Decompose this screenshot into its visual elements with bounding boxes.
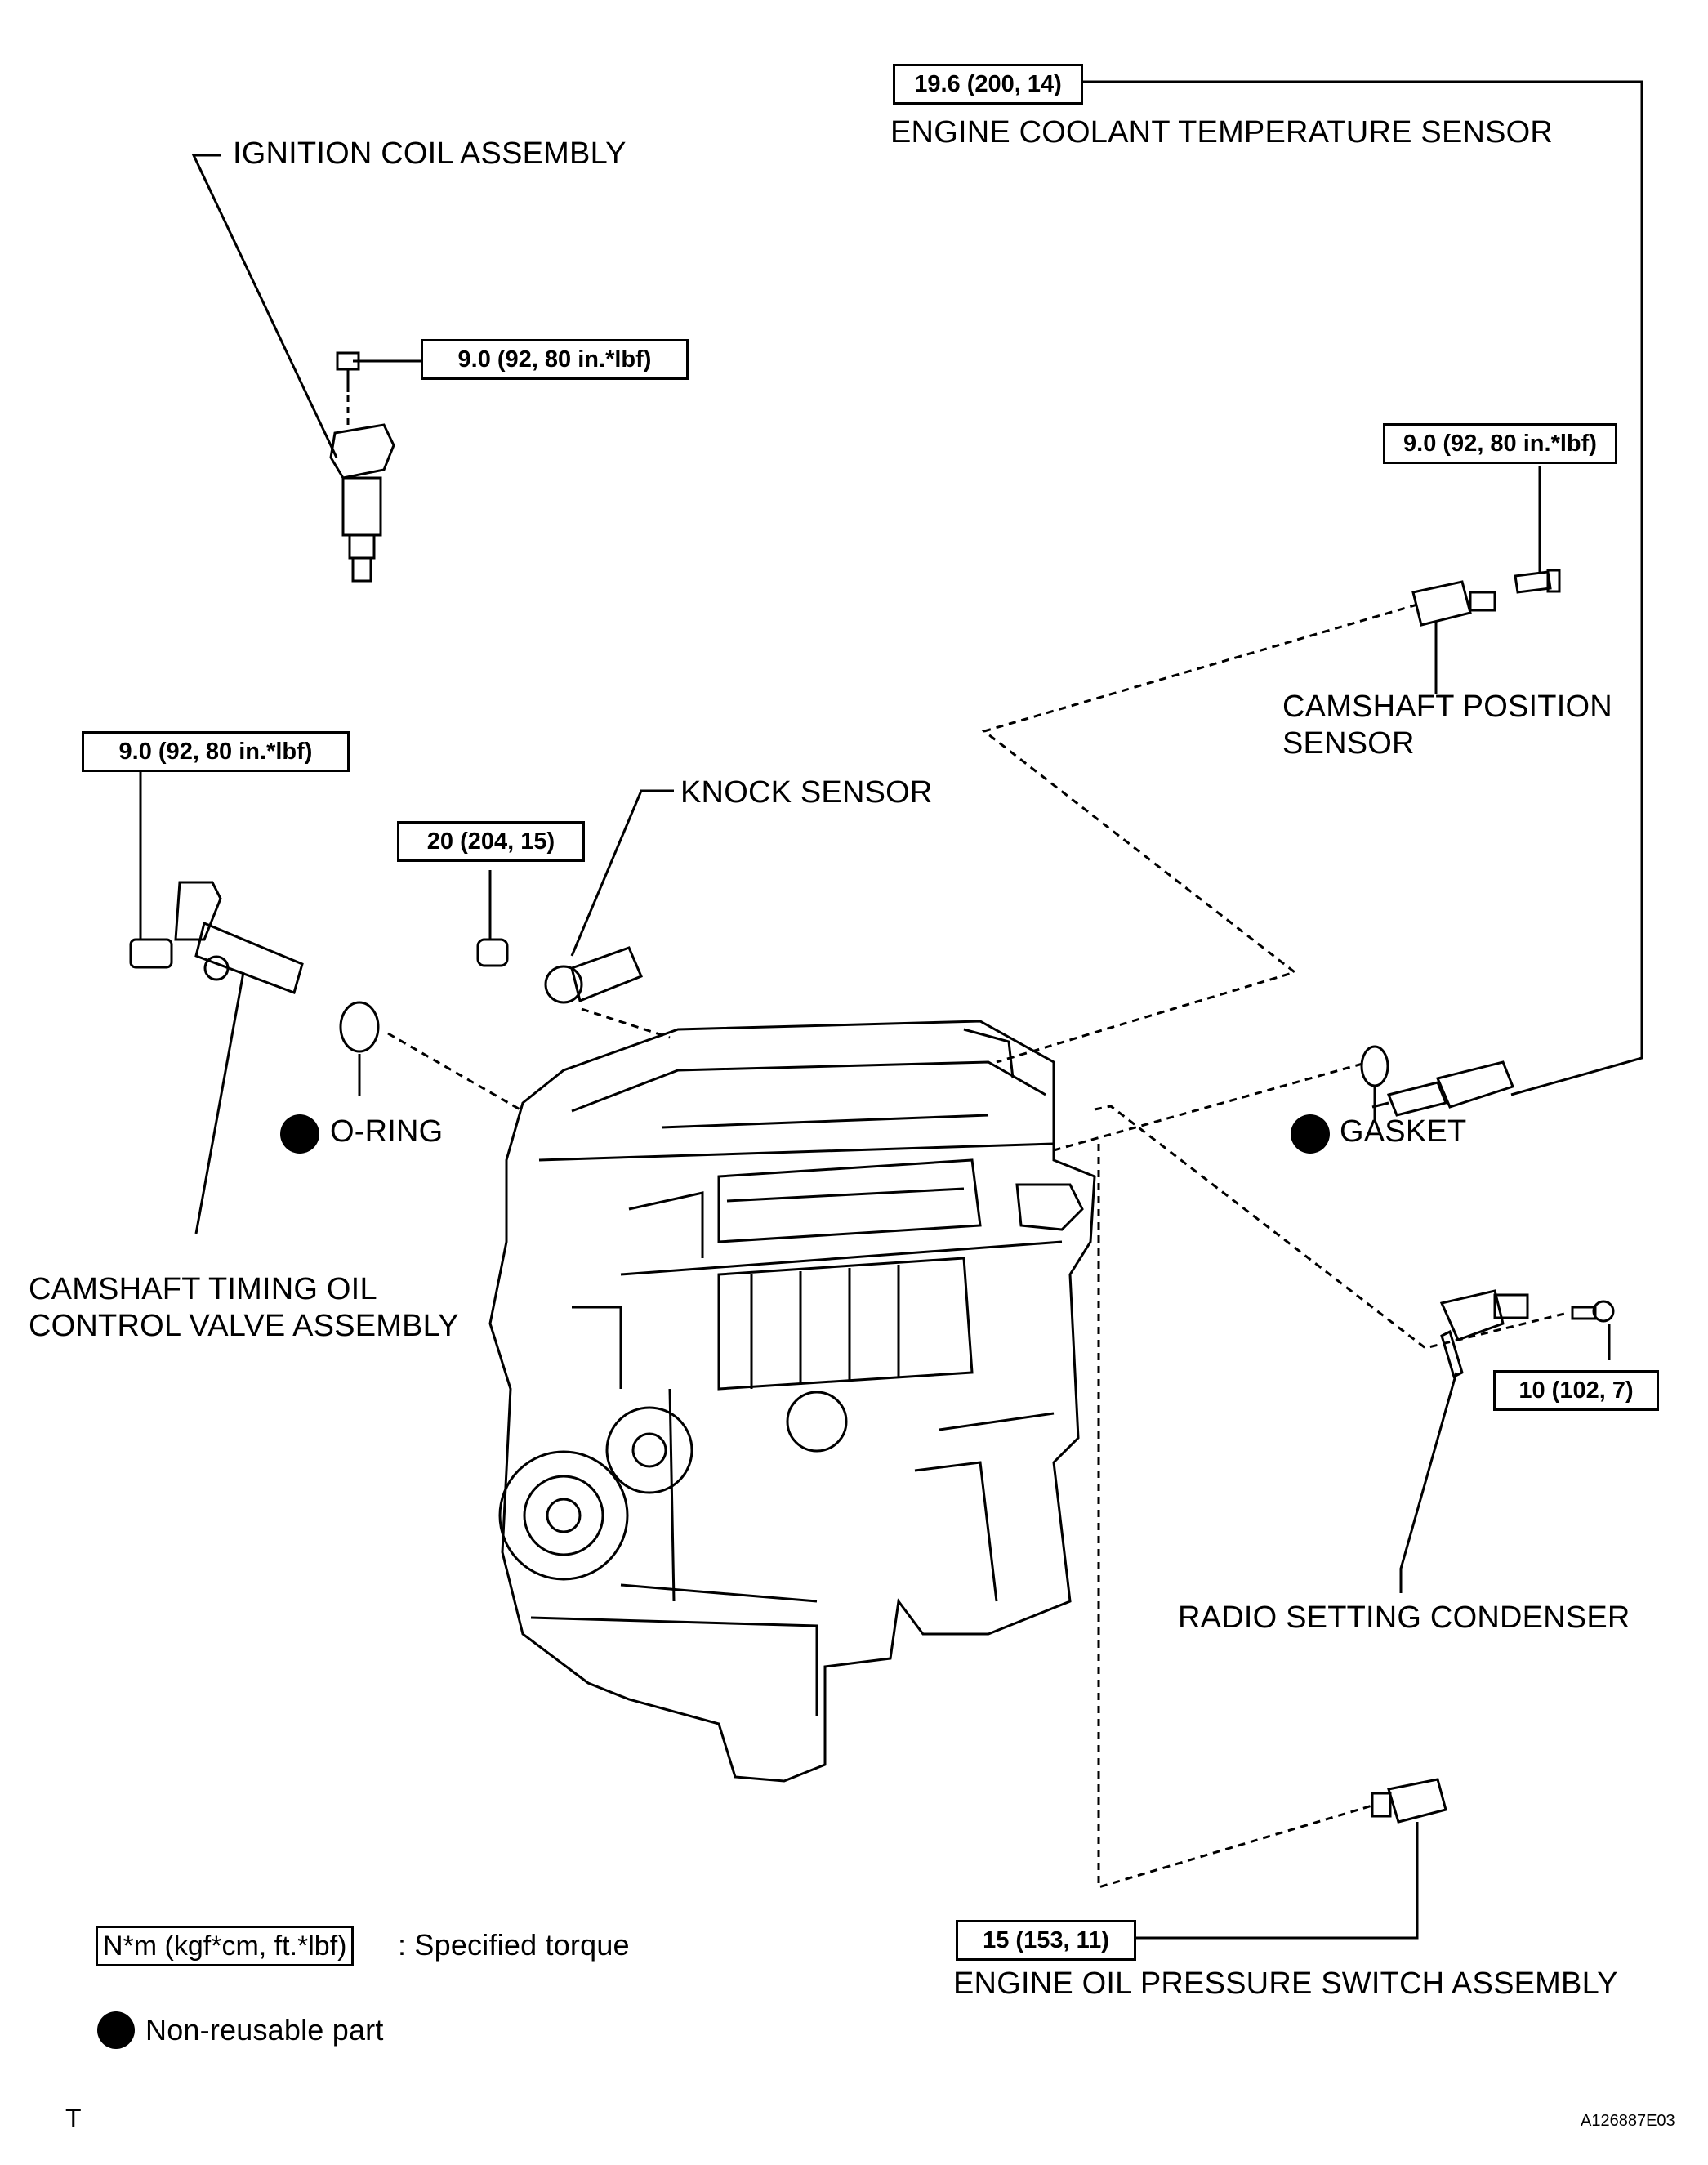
- leader-ocv-label: [194, 971, 245, 1234]
- dash-condenser: [1094, 1105, 1565, 1350]
- leader-knock: [570, 789, 674, 957]
- ocv-icon: [129, 881, 304, 994]
- knock-sensor-icon: [476, 938, 643, 1004]
- torque-knock-sensor: 20 (204, 15): [397, 821, 585, 862]
- torque-radio-condenser: 10 (102, 7): [1493, 1370, 1659, 1411]
- leader-coolant-sensor: [1080, 80, 1643, 1096]
- dash-knock: [581, 1007, 671, 1039]
- label-o-ring: O-RING: [330, 1114, 444, 1149]
- engine-block-drawing: [488, 1020, 1096, 1783]
- torque-coolant-sensor: 19.6 (200, 14): [893, 64, 1083, 105]
- figure-id: A126887E03: [1581, 2112, 1675, 2130]
- dash-gasket: [1053, 1062, 1363, 1152]
- label-ignition-coil: IGNITION COIL ASSEMBLY: [233, 136, 627, 171]
- torque-oil-pressure-switch: 15 (153, 11): [956, 1920, 1136, 1961]
- camshaft-sensor-icon: [1411, 569, 1561, 627]
- legend-torque-unit: N*m (kgf*cm, ft.*lbf): [96, 1926, 355, 1966]
- leader-ignition-coil: [191, 154, 338, 458]
- legend-non-reusable: Non-reusable part: [145, 2013, 384, 2047]
- label-coolant-sensor: ENGINE COOLANT TEMPERATURE SENSOR: [890, 115, 1554, 150]
- footer-left-mark: T: [65, 2104, 82, 2133]
- gasket-icon: [1360, 1045, 1389, 1087]
- coolant-sensor-icon: [1371, 1060, 1514, 1117]
- leader-condenser-label: [1399, 1372, 1458, 1593]
- label-ocv-1: CAMSHAFT TIMING OIL: [29, 1272, 377, 1306]
- label-camshaft-position-2: SENSOR: [1282, 726, 1415, 761]
- legend-non-reusable-dot: [97, 2011, 135, 2049]
- torque-camshaft-position: 9.0 (92, 80 in.*lbf): [1383, 423, 1617, 464]
- label-knock-sensor: KNOCK SENSOR: [680, 775, 933, 810]
- non-reusable-dot-gasket: [1291, 1114, 1330, 1154]
- o-ring-icon: [339, 1001, 380, 1053]
- oil-switch-icon: [1371, 1778, 1447, 1824]
- condenser-icon: [1439, 1289, 1615, 1379]
- label-oil-pressure-switch: ENGINE OIL PRESSURE SWITCH ASSEMBLY: [953, 1966, 1618, 2001]
- label-camshaft-position-1: CAMSHAFT POSITION: [1282, 690, 1612, 724]
- label-radio-condenser: RADIO SETTING CONDENSER: [1178, 1600, 1630, 1635]
- dash-oil-switch: [1097, 1144, 1373, 1890]
- torque-ignition-coil: 9.0 (92, 80 in.*lbf): [421, 339, 689, 380]
- leader-oil-switch: [1131, 1822, 1419, 1940]
- label-ocv-2: CONTROL VALVE ASSEMBLY: [29, 1309, 459, 1343]
- dash-cam-sensor: [981, 603, 1418, 1064]
- non-reusable-dot-o-ring: [280, 1114, 319, 1154]
- label-gasket: GASKET: [1340, 1114, 1467, 1149]
- legend-torque-desc: : Specified torque: [398, 1928, 630, 1962]
- torque-ocv: 9.0 (92, 80 in.*lbf): [82, 731, 350, 772]
- dash-o-ring: [387, 1032, 524, 1113]
- ignition-coil-icon: [329, 351, 395, 583]
